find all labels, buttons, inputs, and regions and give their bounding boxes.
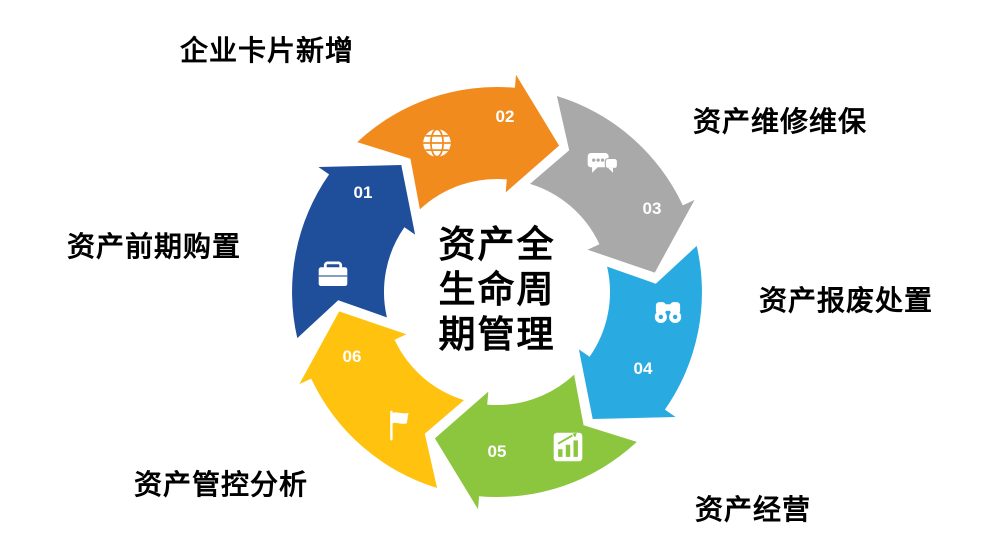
center-title-line: 资产全	[438, 224, 556, 265]
briefcase-icon	[318, 261, 348, 286]
flag-icon	[390, 410, 409, 441]
segment-label: 资产管控分析	[134, 469, 309, 500]
segment-number: 01	[353, 183, 373, 202]
segment-label: 资产前期购置	[67, 231, 242, 262]
segment-label: 资产经营	[695, 494, 812, 525]
segment-arrow-05	[434, 374, 637, 510]
segment-label: 资产维修维保	[693, 106, 868, 137]
segment-number: 04	[633, 359, 653, 378]
segment-label: 企业卡片新增	[180, 35, 355, 66]
segment-number: 06	[342, 347, 362, 366]
chat-bubbles-icon	[587, 153, 618, 173]
center-title-line: 期管理	[438, 314, 556, 355]
bar-chart-icon	[553, 432, 583, 462]
segment-arrow-03	[530, 96, 695, 273]
segment-number: 02	[495, 107, 515, 126]
segment-number: 05	[487, 442, 507, 461]
binoculars-icon	[654, 302, 682, 323]
segment-arrow-06	[299, 311, 464, 488]
segment-arrow-02	[357, 74, 560, 210]
segment-arrow-04	[578, 245, 702, 419]
segment-number: 03	[642, 199, 662, 218]
globe-icon	[423, 128, 451, 158]
segment-arrow-01	[292, 165, 416, 339]
center-title: 资产全 生命周 期管理	[397, 222, 597, 357]
segment-label: 资产报废处置	[759, 285, 934, 316]
center-title-line: 生命周	[438, 269, 556, 310]
